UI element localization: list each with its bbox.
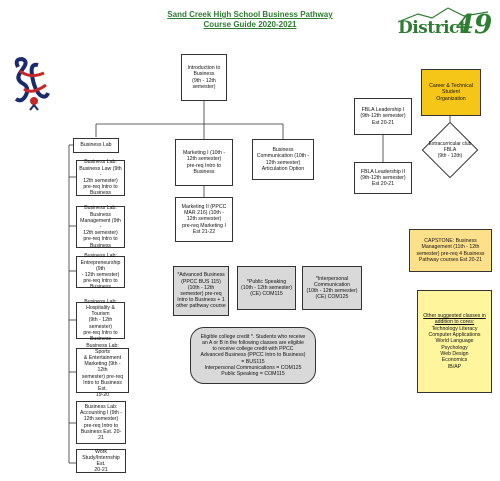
course-business-management: Business Lab: Business Management (9th -… <box>76 205 125 249</box>
course-fbla-leadership-2: FBLA Leadership II (9th-12th semester) E… <box>354 162 412 194</box>
scorpion-sc-logo <box>10 55 52 111</box>
course-entrepreneurship: Business Lab: Entrepreneurship (9th - 12… <box>76 253 125 290</box>
other-classes-header: Other suggested classes in addition to c… <box>423 313 486 326</box>
course-business-communication: Business Communication (10th - 12th seme… <box>252 139 314 180</box>
course-public-speaking: *Public Speaking (10th - 12th semester) … <box>237 266 296 310</box>
ctso-box: Career & Technical Student Organization <box>421 69 481 116</box>
course-work-study: Work Study/Internship Est. 20-21 <box>76 449 126 473</box>
college-credit-note: Eligible college credit *. Students who … <box>190 327 316 384</box>
course-interpersonal-communication: *Interpersonal Communication (10th - 12t… <box>302 266 362 310</box>
scorpion-icon <box>14 56 50 111</box>
other-class-item: IB/AP <box>447 363 462 370</box>
other-class-item: Technology Literacy <box>431 325 478 332</box>
course-marketing-2: Marketing II (PPCC MAR 216) (10th - 12th… <box>175 197 233 242</box>
other-class-item: Psychology <box>441 344 468 351</box>
other-class-item: Web Design <box>440 350 469 357</box>
other-class-item: Economics <box>441 357 468 364</box>
mountain-icon <box>398 7 488 23</box>
fbla-club-diamond: Extracurricular club FBLA (9th - 12th) <box>420 120 480 180</box>
title-line-2: Course Guide 2020-2021 <box>203 20 297 29</box>
course-advanced-business: *Advanced Business (PPCC BUS 115) (10th … <box>173 266 229 316</box>
district-number: 49 <box>456 10 493 40</box>
intro-to-business-box: Introduction to Business (9th - 12th sem… <box>181 54 227 101</box>
course-fbla-leadership-1: FBLA Leadership I (9th-12th semester) Es… <box>354 98 412 135</box>
course-marketing-1: Marketing I (10th - 12th semester) pre-r… <box>175 139 233 186</box>
page-title: Sand Creek High School Business Pathway … <box>135 10 365 30</box>
course-accounting: Business Lab: Accounting I (9th - 12th s… <box>76 401 126 444</box>
course-sports-entertainment-marketing: Business Lab: Sports & Entertainment Mar… <box>76 343 129 398</box>
title-line-1: Sand Creek High School Business Pathway <box>167 10 333 19</box>
capstone-box: CAPSTONE: Business Management (11th - 12… <box>409 229 492 272</box>
business-lab-header: Business Lab <box>73 138 119 153</box>
district-word: District <box>398 18 467 38</box>
diamond-label: Extracurricular club FBLA (9th - 12th) <box>428 141 472 159</box>
district-49-logo: District 49 <box>398 4 492 48</box>
course-business-law: Business Lab: Business Law (9th - 12th s… <box>76 159 125 196</box>
other-classes-box: Other suggested classes in addition to c… <box>417 290 492 393</box>
course-hospitality-tourism: Business Lab: Hospitality & Tourism (9th… <box>76 299 125 342</box>
other-class-item: Computer Applications <box>428 332 481 339</box>
other-class-item: World Language <box>435 338 474 345</box>
